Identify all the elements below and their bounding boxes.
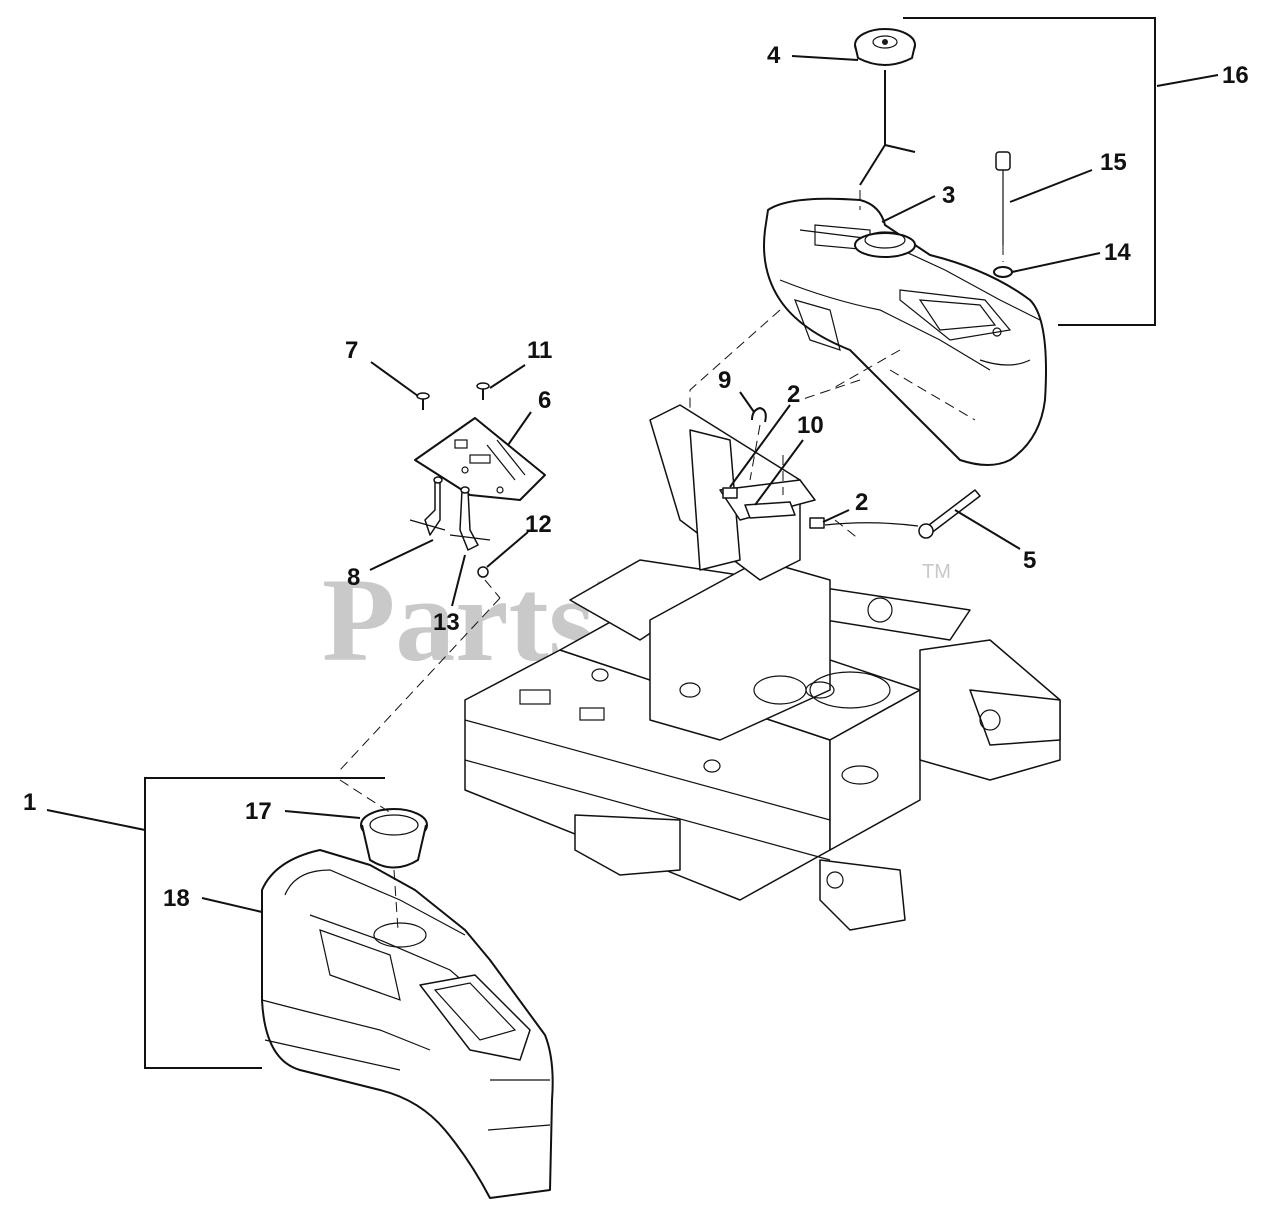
group-bracket-16	[903, 17, 1156, 326]
group-bracket-1	[144, 777, 385, 1069]
callout-11[interactable]: 11	[527, 337, 552, 364]
callout-13[interactable]: 13	[433, 609, 460, 636]
fuel-tank	[763, 197, 1047, 466]
grommet	[993, 266, 1013, 278]
screw-7	[416, 392, 430, 410]
fuel-line	[824, 489, 981, 539]
screw-11	[476, 382, 490, 400]
fuel-gauge	[360, 808, 428, 869]
callout-9[interactable]: 9	[718, 367, 731, 394]
fuel-cap	[854, 28, 916, 66]
nut	[477, 566, 489, 578]
bracket	[744, 501, 796, 519]
callout-6[interactable]: 6	[538, 387, 551, 414]
callout-14[interactable]: 14	[1104, 239, 1131, 266]
callouts: 4 16 15 3 14 7 11 9 2 6 10 2 12 5 8 13 1…	[23, 42, 1249, 912]
callout-17[interactable]: 17	[245, 798, 272, 825]
callout-10[interactable]: 10	[797, 412, 824, 439]
callout-18[interactable]: 18	[163, 885, 190, 912]
tank-cover	[261, 849, 554, 1199]
lever-assembly	[409, 476, 491, 551]
cap-tether	[859, 70, 916, 186]
callout-5[interactable]: 5	[1023, 547, 1036, 574]
callout-1[interactable]: 1	[23, 789, 36, 816]
callout-8[interactable]: 8	[347, 564, 360, 591]
callout-15[interactable]: 15	[1100, 149, 1127, 176]
chassis-frame	[464, 404, 1061, 931]
clamp-lower	[809, 517, 825, 529]
callout-12[interactable]: 12	[525, 511, 552, 538]
callout-16[interactable]: 16	[1222, 62, 1249, 89]
control-plate	[414, 417, 546, 501]
leader-lines	[46, 55, 1219, 913]
clamp-upper	[722, 487, 738, 499]
watermark-trademark: TM	[922, 561, 951, 583]
callout-7[interactable]: 7	[345, 337, 358, 364]
vent-plug	[995, 151, 1011, 245]
clip	[751, 406, 767, 423]
callout-2-lower[interactable]: 2	[855, 489, 868, 516]
assembly-lines	[339, 190, 1004, 931]
callout-3[interactable]: 3	[942, 182, 955, 209]
callout-2-upper[interactable]: 2	[787, 381, 800, 408]
callout-4[interactable]: 4	[767, 42, 781, 69]
